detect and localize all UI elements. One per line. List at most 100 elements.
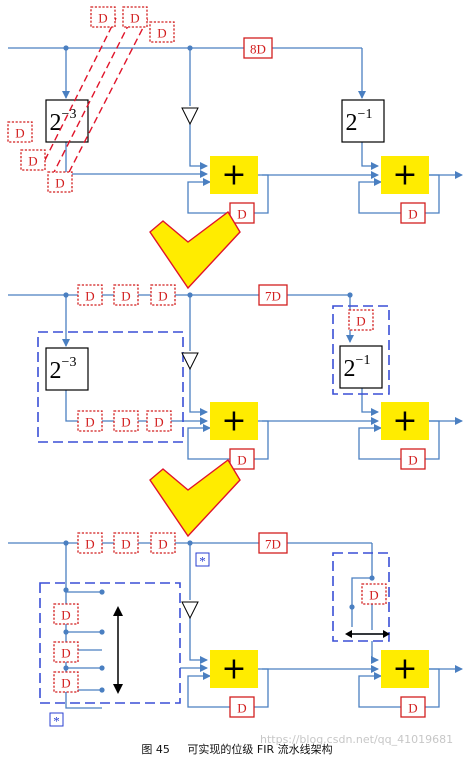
figure-caption: 图 45 可实现的位级 FIR 流水线架构 bbox=[0, 741, 474, 757]
shift-exponent: −3 bbox=[62, 355, 77, 370]
register-box bbox=[77, 532, 103, 554]
register-label: D bbox=[55, 176, 64, 191]
adder-symbol: + bbox=[221, 158, 246, 193]
register-box bbox=[47, 171, 73, 193]
register-label: D bbox=[408, 701, 417, 716]
junction-dot bbox=[63, 540, 69, 546]
register-box bbox=[229, 448, 255, 470]
wire bbox=[358, 672, 401, 708]
junction-dot bbox=[63, 587, 69, 593]
register-box bbox=[243, 37, 273, 59]
junction-dot bbox=[63, 45, 69, 51]
register-box bbox=[77, 284, 103, 306]
adder-block bbox=[381, 650, 429, 688]
register-label: D bbox=[158, 289, 167, 304]
junction-dot bbox=[369, 575, 375, 581]
selector-arrow-up bbox=[113, 606, 123, 616]
register-box bbox=[122, 6, 148, 28]
register-label: D bbox=[237, 207, 246, 222]
dashed-group-box bbox=[39, 582, 181, 704]
register-box bbox=[400, 448, 426, 470]
wire bbox=[187, 178, 230, 214]
register-box bbox=[7, 121, 33, 143]
register-label: D bbox=[121, 289, 130, 304]
wire bbox=[371, 641, 379, 664]
register-box bbox=[113, 532, 139, 554]
register-label: D bbox=[408, 453, 417, 468]
wire bbox=[189, 369, 208, 416]
shift-box bbox=[45, 99, 89, 143]
junction-dot bbox=[99, 589, 105, 595]
wire bbox=[65, 142, 208, 178]
dashed-group-box bbox=[37, 331, 184, 443]
adder-symbol: + bbox=[221, 404, 246, 439]
junction-dot bbox=[63, 665, 69, 671]
adder-symbol: + bbox=[392, 652, 417, 687]
adder-symbol: + bbox=[392, 404, 417, 439]
adder-symbol: + bbox=[221, 652, 246, 687]
junction-dot bbox=[99, 629, 105, 635]
register-label: D bbox=[85, 289, 94, 304]
register-label: 7D bbox=[265, 537, 281, 552]
adder-symbol: + bbox=[392, 158, 417, 193]
wire bbox=[351, 577, 372, 627]
register-label: D bbox=[154, 415, 163, 430]
figure-number: 图 45 bbox=[141, 743, 170, 756]
adder-block bbox=[210, 650, 258, 688]
register-box bbox=[20, 149, 46, 171]
wire bbox=[187, 424, 230, 460]
junction-dot bbox=[347, 292, 353, 298]
register-label: D bbox=[356, 314, 365, 329]
wire bbox=[187, 672, 230, 708]
register-box bbox=[113, 410, 139, 432]
transform-arrow bbox=[149, 210, 241, 290]
junction-dot bbox=[187, 292, 193, 298]
register-box bbox=[150, 532, 176, 554]
register-label: D bbox=[98, 11, 107, 26]
wire bbox=[358, 178, 401, 214]
wires bbox=[8, 47, 463, 709]
register-label: D bbox=[408, 207, 417, 222]
junction-dot bbox=[187, 45, 193, 51]
register-box bbox=[400, 202, 426, 224]
register-label: D bbox=[237, 701, 246, 716]
wire bbox=[425, 420, 440, 460]
adder-block bbox=[381, 402, 429, 440]
register-label: D bbox=[85, 415, 94, 430]
wire bbox=[358, 424, 401, 460]
register-label: D bbox=[28, 154, 37, 169]
wire bbox=[361, 142, 379, 170]
register-box bbox=[53, 641, 79, 663]
cut-line bbox=[51, 17, 133, 177]
wire bbox=[425, 668, 440, 708]
register-box bbox=[146, 410, 172, 432]
register-box bbox=[90, 6, 116, 28]
junction-dot bbox=[99, 687, 105, 693]
adder-block bbox=[210, 156, 258, 194]
register-box bbox=[150, 284, 176, 306]
register-box bbox=[258, 532, 288, 554]
register-label: D bbox=[61, 608, 70, 623]
register-label: 8D bbox=[250, 42, 266, 57]
shift-box bbox=[45, 347, 89, 391]
cut-line bbox=[39, 17, 117, 171]
figure-title: 可实现的位级 FIR 流水线架构 bbox=[187, 743, 333, 756]
selector-arrow-down bbox=[113, 684, 123, 694]
junction-dot bbox=[63, 629, 69, 635]
register-label: D bbox=[130, 11, 139, 26]
register-label: D bbox=[121, 537, 130, 552]
star-symbol: * bbox=[53, 714, 60, 729]
watermark: https://blog.csdn.net/qq_41019681 bbox=[260, 733, 454, 746]
register-box bbox=[53, 603, 79, 625]
register-box bbox=[53, 671, 79, 693]
register-box bbox=[361, 583, 387, 605]
register-label: D bbox=[121, 415, 130, 430]
register-label: D bbox=[15, 126, 24, 141]
adder-block bbox=[210, 402, 258, 440]
wire bbox=[189, 124, 208, 170]
register-box bbox=[149, 21, 175, 43]
register-label: D bbox=[61, 646, 70, 661]
register-label: D bbox=[157, 26, 166, 41]
